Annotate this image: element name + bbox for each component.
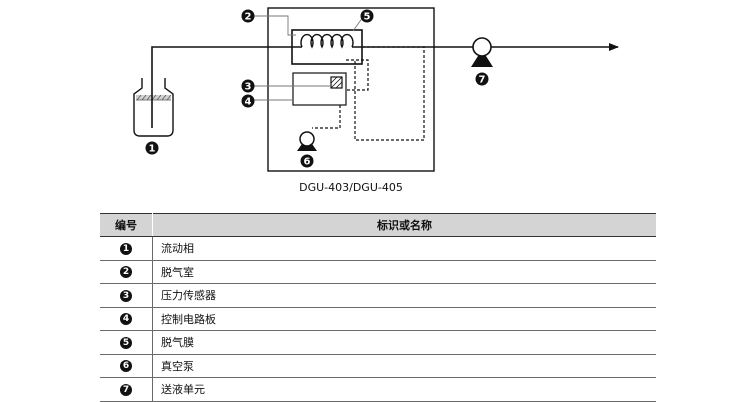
- control-circuit-board: [292, 72, 347, 106]
- solvent-flow-line: [151, 46, 302, 128]
- svg-text:3: 3: [245, 82, 252, 93]
- callout-1: 1: [145, 141, 159, 155]
- row-number-badge: 6: [120, 360, 132, 373]
- row-name: 送液单元: [152, 377, 656, 402]
- vacuum-pump: [297, 131, 317, 151]
- row-name: 脱气膜: [152, 330, 656, 355]
- row-name: 真空泵: [152, 354, 656, 378]
- solvent-delivery-pump: [471, 37, 493, 67]
- row-name: 控制电路板: [152, 307, 656, 331]
- svg-text:4: 4: [245, 97, 252, 108]
- legend-row: 1 流动相: [100, 236, 656, 261]
- legend-row: 6 真空泵: [100, 354, 656, 378]
- svg-text:5: 5: [364, 12, 371, 23]
- svg-text:2: 2: [245, 12, 252, 23]
- callout-4: 4: [241, 94, 255, 108]
- row-number-badge: 1: [120, 242, 132, 255]
- callout-7: 7: [475, 72, 489, 86]
- row-number-badge: 4: [120, 313, 132, 326]
- degassing-membrane-coil: [300, 33, 354, 49]
- row-number-badge: 3: [120, 289, 132, 302]
- legend-row: 3 压力传感器: [100, 283, 656, 308]
- row-name: 压力传感器: [152, 283, 656, 308]
- legend-table: 编号 标识或名称 1 流动相 2 脱气室 3 压力传感器 4 控制电路板 5 脱…: [100, 213, 656, 402]
- legend-row: 2 脱气室: [100, 260, 656, 284]
- legend-row: 5 脱气膜: [100, 330, 656, 355]
- device-model-label: DGU-403/DGU-405: [299, 181, 403, 194]
- vacuum-lines: [312, 46, 425, 141]
- svg-text:7: 7: [479, 75, 486, 86]
- legend-row: 7 送液单元: [100, 377, 656, 402]
- svg-text:1: 1: [149, 144, 156, 155]
- row-name: 脱气室: [152, 260, 656, 284]
- degasser-flow-diagram: 1 2 3 4 5 6 7 DGU-403/DGU-405: [133, 7, 619, 194]
- svg-text:6: 6: [304, 157, 311, 168]
- mobile-phase-bottle: [133, 78, 174, 137]
- legend-row: 4 控制电路板: [100, 307, 656, 331]
- row-number-badge: 5: [120, 336, 132, 349]
- callout-3: 3: [241, 79, 255, 93]
- row-name: 流动相: [152, 236, 656, 261]
- degasser-unit-enclosure: [267, 7, 435, 172]
- header-name: 标识或名称: [152, 213, 656, 237]
- header-number: 编号: [100, 213, 153, 237]
- row-number-badge: 2: [120, 266, 132, 279]
- row-number-badge: 7: [120, 383, 132, 396]
- callout-leaders: [254, 15, 364, 101]
- callout-2: 2: [241, 9, 255, 23]
- legend-header-row: 编号 标识或名称: [100, 213, 656, 237]
- callout-6: 6: [300, 154, 314, 168]
- callout-5: 5: [360, 9, 374, 23]
